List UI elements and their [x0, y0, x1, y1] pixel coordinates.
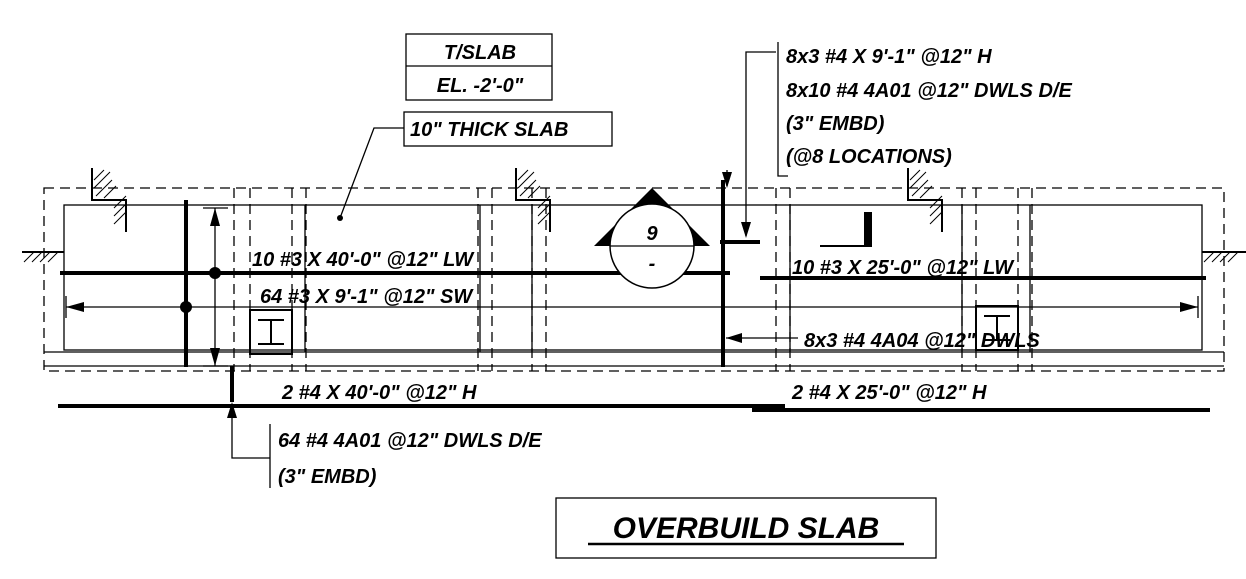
- elevation-tag-top: T/SLAB: [444, 42, 516, 64]
- dowels-label-right: 8x3 #4 4A04 @12" DWLS: [804, 330, 1040, 352]
- drawing-title: OVERBUILD SLAB: [555, 497, 937, 559]
- dimension-lines: [65, 207, 1199, 367]
- slab-outline: [44, 204, 1224, 367]
- top-right-note: 8x3 #4 X 9'-1" @12" H 8x10 #4 4A01 @12" …: [786, 46, 1072, 168]
- leader-lines: [227, 42, 798, 488]
- rebar-label-lw-left: 10 #3 X 40'-0" @12" LW: [252, 249, 475, 271]
- note-line-3: (3" EMBD): [786, 113, 885, 135]
- bottom-left-note: 64 #4 4A01 @12" DWLS D/E (3" EMBD): [278, 430, 542, 488]
- slab-thickness-callout: 10" THICK SLAB: [403, 111, 613, 147]
- slab-thickness-label: 10" THICK SLAB: [410, 119, 568, 141]
- ground-hatching: [22, 168, 1246, 263]
- rebar-label-sw-left: 64 #3 X 9'-1" @12" SW: [260, 286, 474, 308]
- rebar-label-lw-right: 10 #3 X 25'-0" @12" LW: [792, 257, 1015, 279]
- section-marker-sheet: -: [649, 253, 656, 275]
- rebar-lines: [58, 180, 1210, 412]
- elevation-tag-bottom: EL. -2'-0": [437, 75, 524, 97]
- rebar-label-h-left: 2 #4 X 40'-0" @12" H: [281, 382, 477, 404]
- title-text: OVERBUILD SLAB: [613, 512, 880, 545]
- note-line-1: 8x3 #4 X 9'-1" @12" H: [786, 46, 992, 68]
- section-marker-number: 9: [646, 223, 658, 245]
- note-line-4: (@8 LOCATIONS): [786, 146, 952, 168]
- steel-beam-symbols: [249, 212, 1019, 355]
- elevation-tag: T/SLAB EL. -2'-0": [405, 33, 553, 101]
- bottom-note-line-1: 64 #4 4A01 @12" DWLS D/E: [278, 430, 542, 452]
- rebar-labels: 10 #3 X 40'-0" @12" LW 64 #3 X 9'-1" @12…: [252, 249, 1040, 404]
- note-line-2: 8x10 #4 4A01 @12" DWLS D/E: [786, 80, 1072, 102]
- bottom-note-line-2: (3" EMBD): [278, 466, 377, 488]
- rebar-label-h-right: 2 #4 X 25'-0" @12" H: [791, 382, 987, 404]
- section-marker: 9 -: [594, 188, 710, 289]
